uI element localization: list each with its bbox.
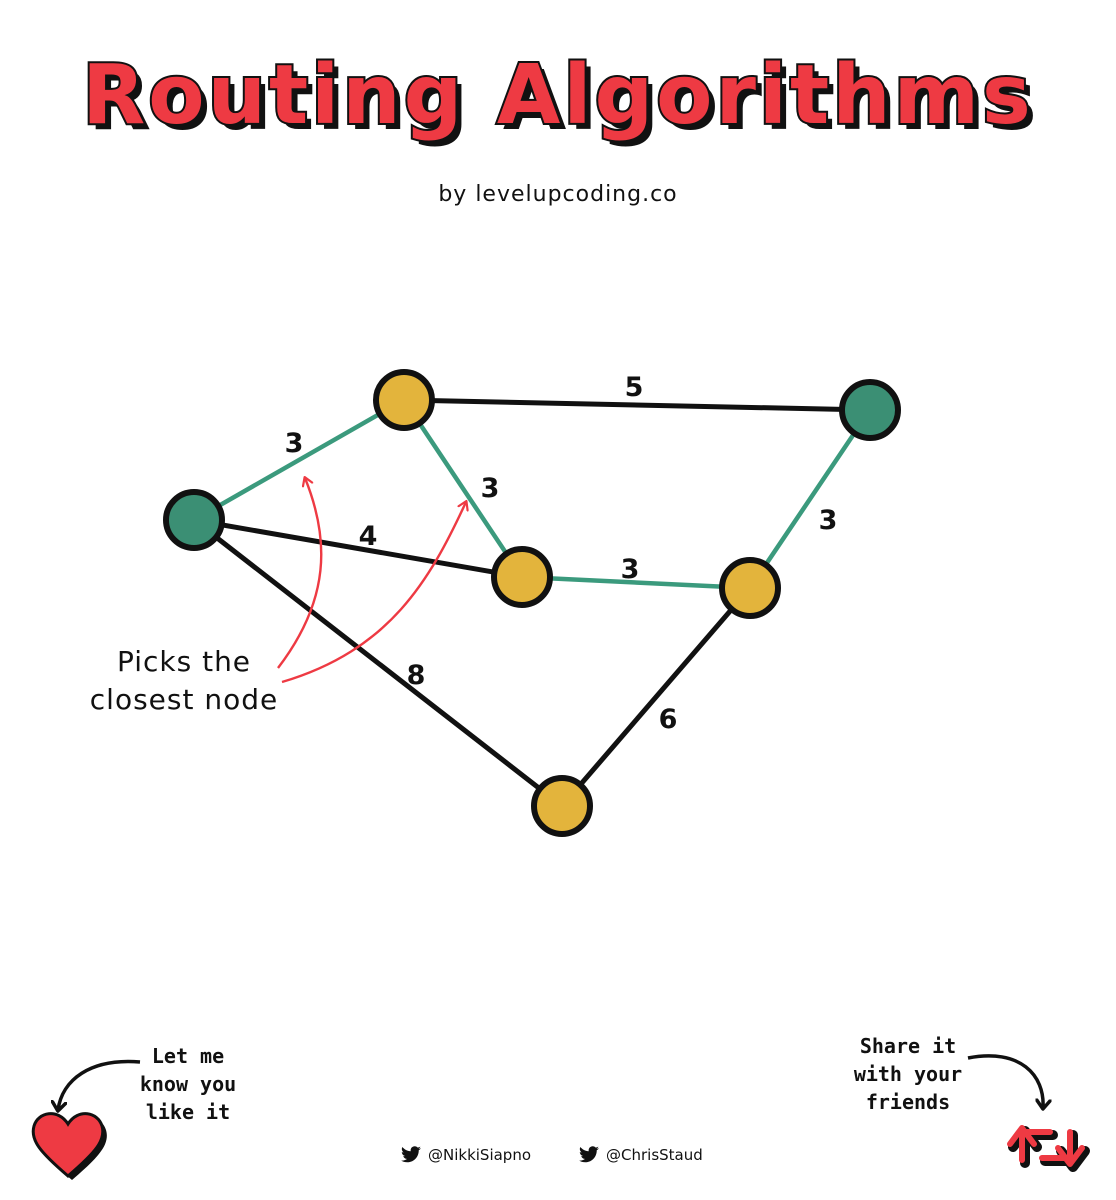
graph-node-F xyxy=(531,775,593,837)
edge-D-E xyxy=(747,407,873,591)
share-note: Share it with your friends xyxy=(853,1034,963,1114)
retweet-icon[interactable] xyxy=(1007,1125,1090,1172)
byline: by levelupcoding.co xyxy=(438,182,678,207)
nodes-layer xyxy=(163,369,901,837)
twitter-bird-icon xyxy=(401,1146,421,1163)
handle-text: @ChrisStaud xyxy=(606,1146,703,1164)
edge-A-F xyxy=(191,517,565,809)
callout-line-1: Picks the xyxy=(117,645,251,678)
twitter-handle-chris[interactable]: @ChrisStaud xyxy=(578,1146,703,1164)
page-title: Routing Algorithms xyxy=(80,46,1034,145)
edge-weight-A-B: 3 xyxy=(285,428,304,459)
edge-weight-C-D: 3 xyxy=(621,554,640,585)
like-note: Let me know you like it xyxy=(139,1044,237,1124)
edge-A-C xyxy=(191,517,525,580)
share-arrow xyxy=(967,1054,1043,1108)
edge-B-C xyxy=(401,397,525,580)
weights-layer: 3 4 8 3 5 3 3 6 xyxy=(285,372,838,735)
edge-weight-D-F: 6 xyxy=(659,704,678,735)
graph-node-B xyxy=(373,369,435,431)
edge-weight-B-C: 3 xyxy=(481,473,500,504)
callout-arrow-left xyxy=(277,478,323,669)
edge-weight-A-C: 4 xyxy=(359,521,378,552)
edge-B-E xyxy=(401,397,873,413)
callout-line-2: closest node xyxy=(90,683,278,716)
edge-A-B xyxy=(191,397,407,523)
graph-node-A xyxy=(163,489,225,551)
edge-D-F xyxy=(559,585,753,809)
edges-layer xyxy=(191,397,873,809)
twitter-bird-icon xyxy=(579,1146,599,1163)
like-arrow xyxy=(58,1059,141,1110)
graph-node-E xyxy=(839,379,901,441)
handle-text: @NikkiSiapno xyxy=(428,1146,532,1164)
graph-node-C xyxy=(491,546,553,608)
graph-node-D xyxy=(719,557,781,619)
callout-arrow-right xyxy=(281,502,466,684)
edge-weight-A-F: 8 xyxy=(407,660,426,691)
heart-icon[interactable] xyxy=(31,1112,107,1180)
edge-weight-D-E: 3 xyxy=(819,505,838,536)
edge-C-D xyxy=(519,574,753,591)
twitter-handle-nikki[interactable]: @NikkiSiapno xyxy=(400,1146,531,1164)
edge-weight-B-E: 5 xyxy=(625,372,644,403)
